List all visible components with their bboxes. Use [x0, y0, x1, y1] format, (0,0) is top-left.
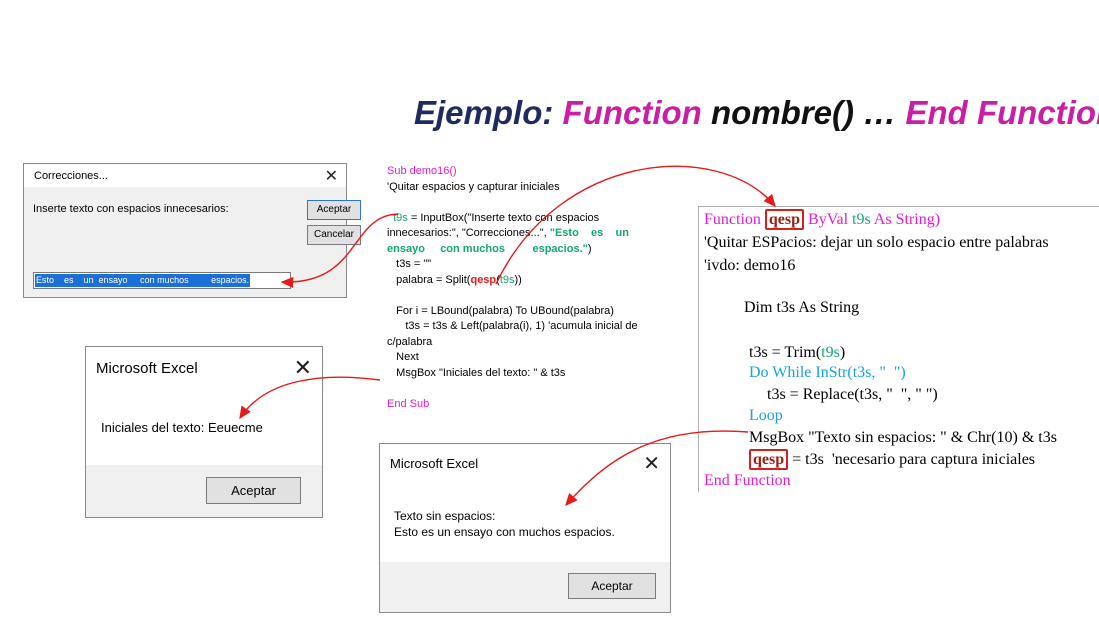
- arrow-qesp-call: [495, 165, 776, 285]
- text-input[interactable]: Esto es un ensayo con muchos espacios.: [33, 272, 291, 289]
- dialog-titlebar: Microsoft Excel ✕: [86, 347, 322, 387]
- ok-button[interactable]: Aceptar: [568, 573, 656, 599]
- dialog-titlebar: Microsoft Excel ✕: [380, 444, 670, 482]
- ok-button[interactable]: Aceptar: [206, 477, 301, 504]
- cancel-button[interactable]: Cancelar: [307, 225, 361, 245]
- dialog-footer: Aceptar: [380, 562, 670, 612]
- title-part-1: Ejemplo:: [414, 94, 563, 131]
- dialog-title: Microsoft Excel: [96, 360, 198, 377]
- dialog-message-line-1: Texto sin espacios:: [394, 509, 496, 523]
- input-box-dialog: Correcciones... ✕ Inserte texto con espa…: [23, 163, 361, 298]
- arrow-msgbox-nospaces: [565, 430, 749, 507]
- title-part-2: Function: [562, 94, 702, 131]
- dialog-message: Iniciales del texto: Eeuecme: [101, 420, 263, 435]
- dialog-message-line-2: Esto es un ensayo con muchos espacios.: [394, 525, 615, 539]
- slide-title: Ejemplo: Function nombre() … End Functio…: [414, 94, 1099, 132]
- close-icon[interactable]: ✕: [293, 355, 312, 380]
- arrow-inputbox: [280, 213, 399, 289]
- selected-text: Esto es un ensayo con muchos espacios.: [35, 274, 251, 287]
- dialog-title: Correcciones...: [34, 170, 108, 182]
- ok-button[interactable]: Aceptar: [307, 200, 361, 220]
- dialog-title: Microsoft Excel: [390, 456, 479, 471]
- title-part-4: End Function: [905, 94, 1099, 131]
- dialog-prompt: Inserte texto con espacios innecesarios:: [33, 203, 229, 215]
- dialog-footer: Aceptar: [86, 465, 322, 517]
- dialog-titlebar: Correcciones... ✕: [24, 164, 346, 187]
- close-icon[interactable]: ✕: [643, 453, 660, 475]
- close-icon[interactable]: ✕: [324, 168, 338, 185]
- arrow-msgbox-initials: [239, 376, 381, 420]
- code-function-qesp: Function qesp ByVal t9s As String) 'Quit…: [698, 206, 1099, 492]
- msgbox-initials: Microsoft Excel ✕ Iniciales del texto: E…: [85, 346, 323, 518]
- title-part-3: nombre() …: [701, 94, 906, 131]
- msgbox-no-spaces: Microsoft Excel ✕ Texto sin espacios: Es…: [379, 443, 671, 613]
